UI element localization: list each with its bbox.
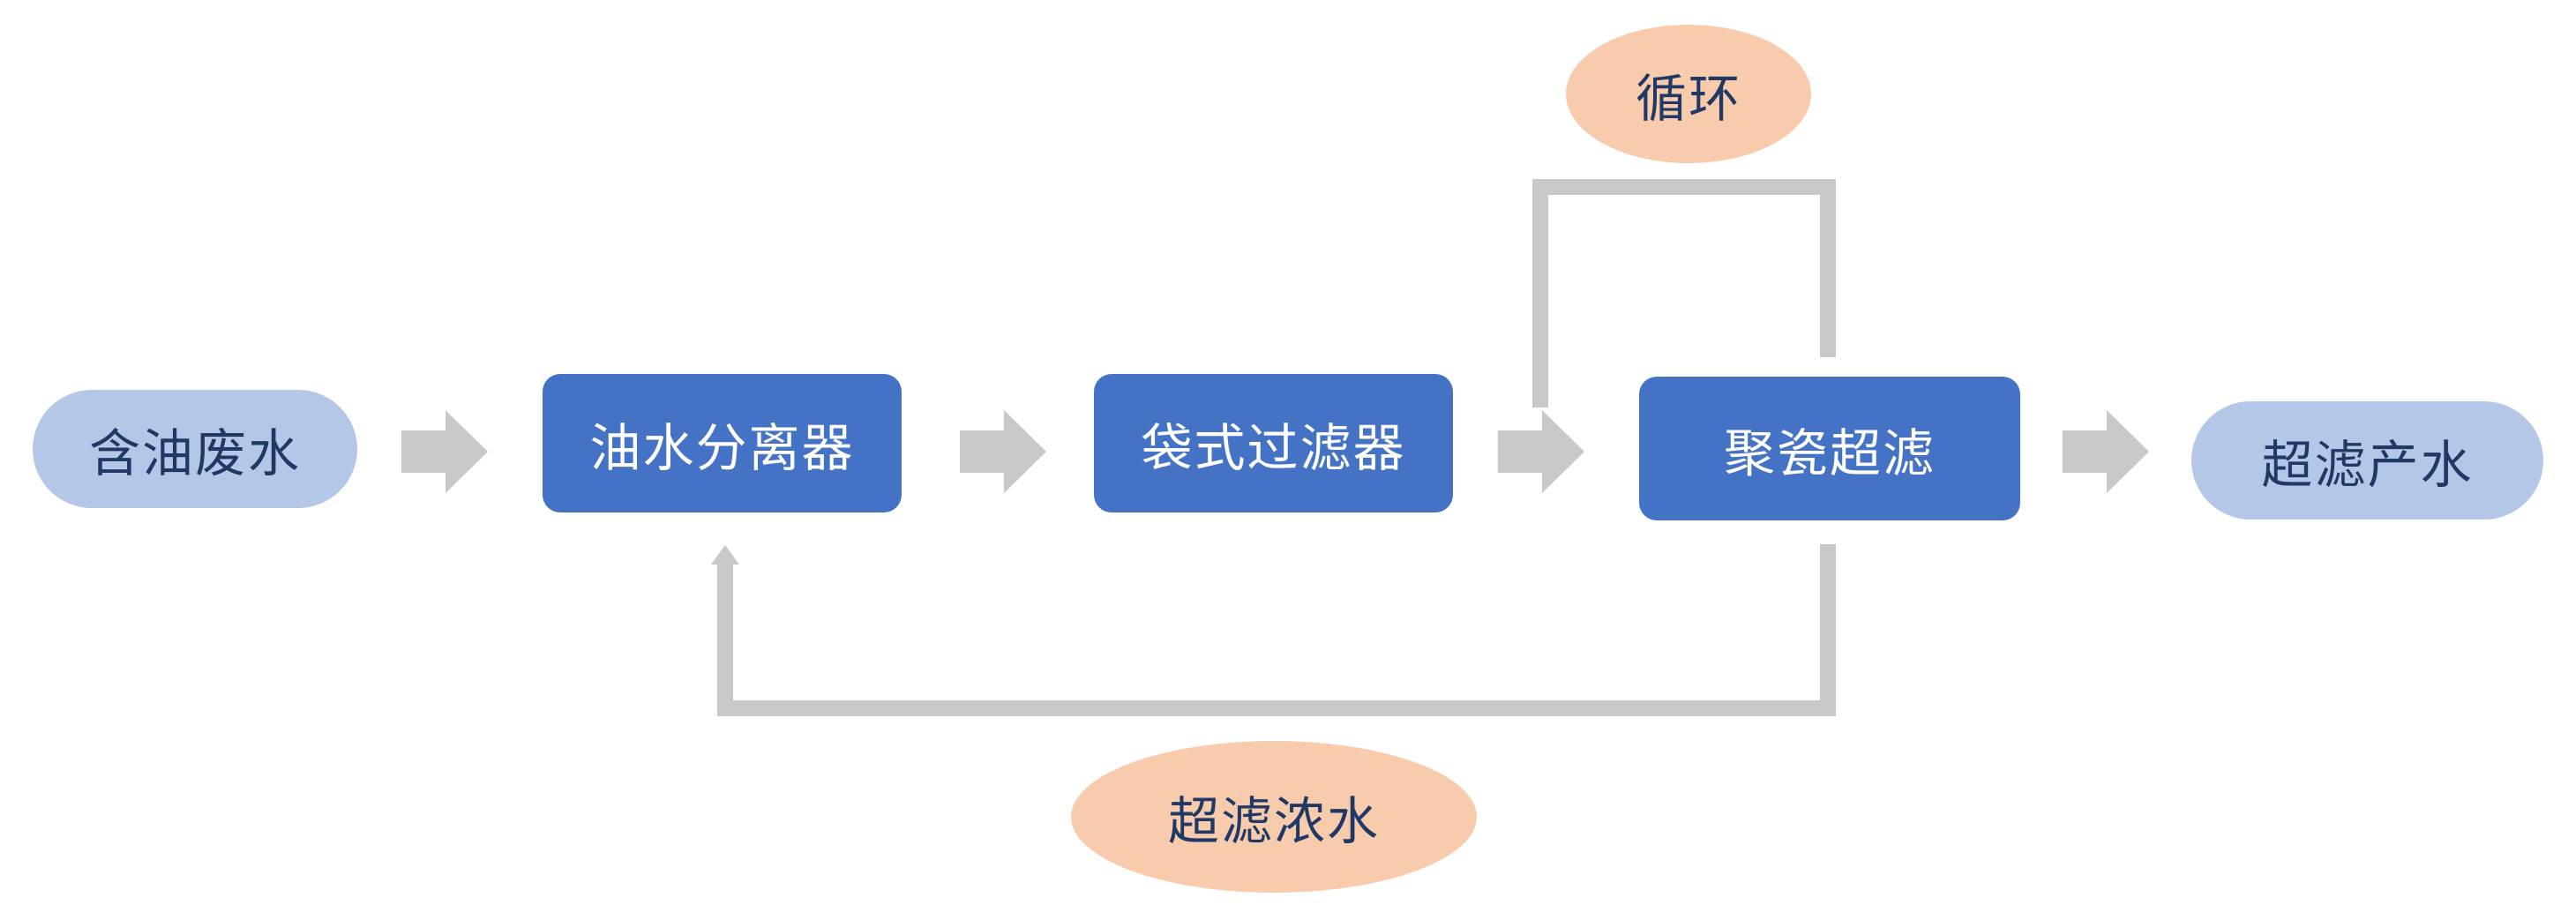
loop-line [1532,179,1836,408]
input-terminal: 含油废水 [33,390,357,508]
loop-label: 循环 [1566,25,1811,163]
return-line [717,544,1836,716]
process-step-oil-water-separator: 油水分离器 [543,374,902,512]
output-terminal: 超滤产水 [2191,401,2543,520]
process-step-bag-filter: 袋式过滤器 [1094,374,1453,512]
arrow-ultrafilter-to-output [2063,410,2149,493]
arrow-separator-to-bag-filter [960,410,1046,493]
process-step-ceramic-ultrafilter: 聚瓷超滤 [1639,377,2020,520]
arrow-bag-filter-to-ultrafilter [1498,410,1584,493]
return-arrow-head [711,545,739,565]
return-label: 超滤浓水 [1071,741,1477,893]
arrow-input-to-separator [401,410,488,493]
